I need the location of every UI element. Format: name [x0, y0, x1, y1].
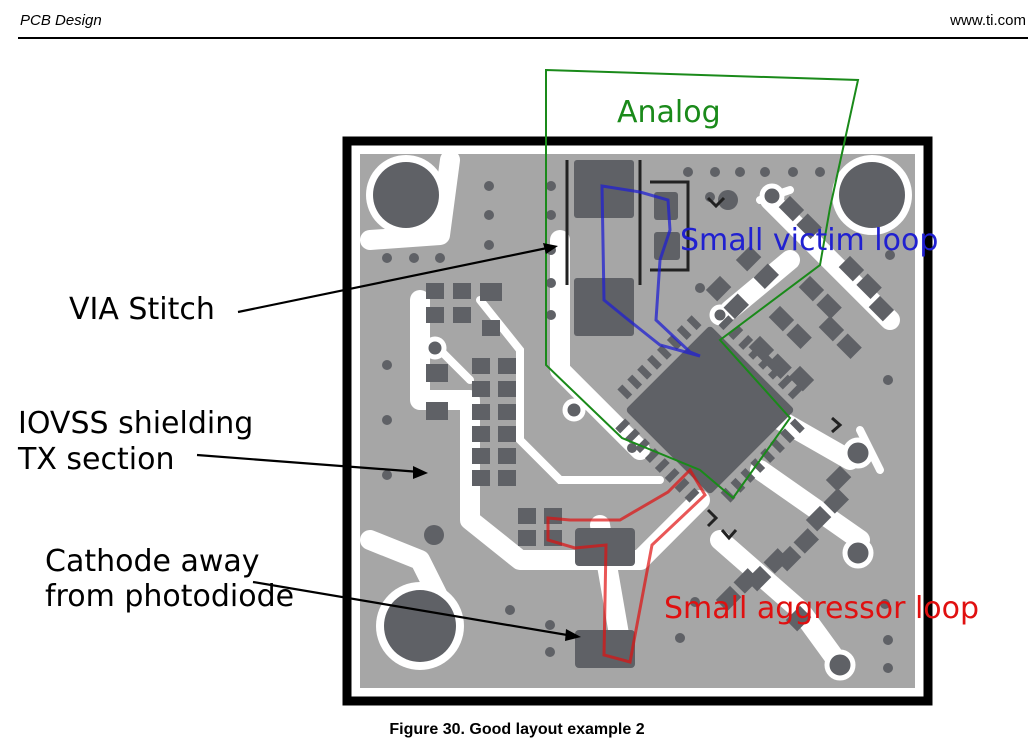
via-stitch-label: VIA Stitch [69, 292, 215, 327]
figure-caption: Figure 30. Good layout example 2 [389, 721, 645, 738]
annotation-arrows [196, 245, 574, 638]
test-points [423, 183, 874, 681]
arrow-heads [413, 243, 581, 641]
aggressor-loop-label: Small aggressor loop [664, 591, 979, 626]
iovss-label-line2: TX section [17, 442, 174, 477]
cathode-label-line1: Cathode away [45, 544, 260, 579]
header-website: www.ti.com [950, 12, 1026, 29]
victim-loop-trace [600, 184, 701, 358]
cathode-label-line2: from photodiode [45, 579, 294, 614]
mounting-holes [366, 155, 912, 670]
passive-pads-left [426, 283, 562, 546]
analog-label: Analog [617, 95, 721, 130]
victim-loop-label: Small victim loop [680, 223, 938, 258]
analog-region-outline [545, 68, 860, 500]
orientation-marks [706, 196, 843, 541]
header-rule [18, 37, 1028, 39]
via-stitch-lines [565, 160, 690, 285]
aggressor-loop-trace [546, 467, 707, 664]
header-section-title: PCB Design [20, 12, 102, 29]
iovss-label-line1: IOVSS shielding [18, 406, 253, 441]
main-ic [615, 315, 805, 503]
